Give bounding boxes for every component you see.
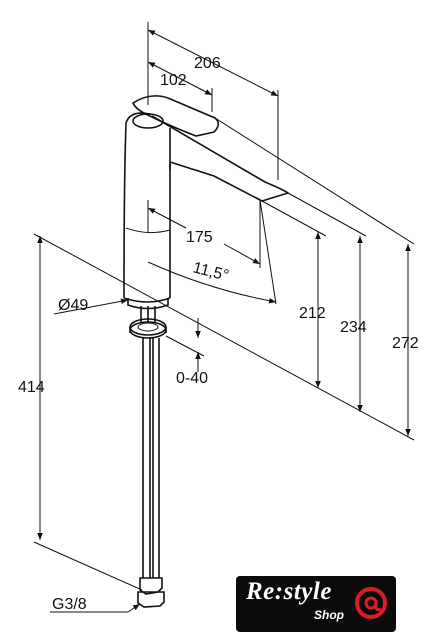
logo-word: Re:style (246, 578, 332, 605)
dimension-angle: 11,5° (147, 199, 277, 305)
dimension-175: 175 (147, 200, 261, 268)
faucet-body (123, 95, 290, 608)
dim-414-label: 414 (18, 379, 45, 396)
counter-line (33, 233, 415, 441)
dim-212-label: 212 (299, 305, 326, 322)
dimension-counter-thickness: 0-40 (165, 318, 208, 387)
dimension-212: 212 (261, 200, 327, 388)
dim-102-label: 102 (160, 72, 187, 89)
dimension-414: 414 (18, 236, 143, 591)
dim-206-label: 206 (194, 55, 221, 72)
dim-thread-label: G3/8 (52, 596, 87, 613)
dim-272-label: 272 (392, 335, 419, 352)
dimension-206: 206 (147, 22, 279, 180)
restyle-shop-logo: Re:style Shop (236, 576, 396, 632)
dimension-diameter: Ø49 (53, 297, 129, 315)
dimension-thread: G3/8 (50, 596, 141, 613)
dim-234-label: 234 (340, 319, 367, 336)
dim-diameter-label: Ø49 (58, 297, 88, 314)
cart-at-icon (355, 587, 387, 619)
dimension-234: 234 (287, 192, 367, 412)
logo-sub: Shop (314, 608, 344, 622)
dim-175-label: 175 (186, 229, 213, 246)
dim-counter-thickness-label: 0-40 (176, 370, 208, 387)
dimension-102: 102 (147, 61, 213, 112)
dimension-272: 272 (214, 117, 419, 436)
